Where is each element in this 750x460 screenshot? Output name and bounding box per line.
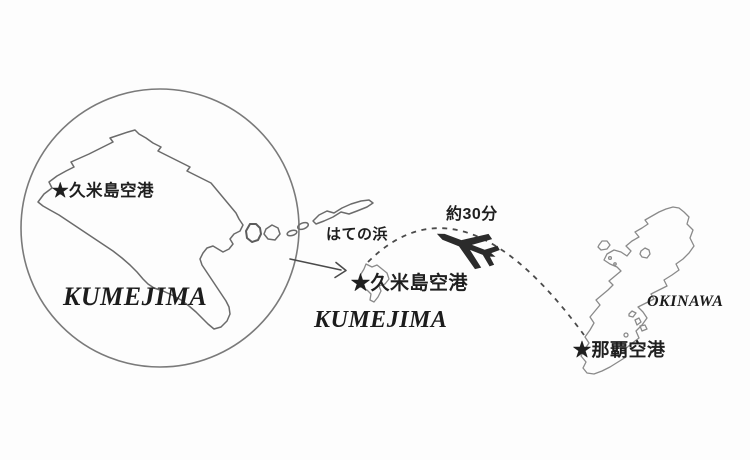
okinawa-caption: OKINAWA [647,293,723,310]
flight-duration-label: 約30分 [446,204,498,223]
se-islet [634,317,642,326]
inset-circle [20,88,300,368]
small-islet [296,221,310,231]
small-islet [286,229,298,237]
kumejima-caption-zoom: KUMEJIMA [62,282,207,311]
naha-airport-label: ★那覇空港 [573,339,666,360]
tiny-islet [623,332,629,338]
zoom-arrow-line [289,258,342,271]
hatenohama-sandbar-outline [312,199,374,225]
hatenohama-label: はての浜 [326,225,388,243]
kouri-islet [639,247,651,259]
okinawa-island-outline [580,206,695,375]
kumejima-airport-label: ★久米島空港 [351,271,469,294]
flight-route-dashes [367,227,585,336]
zoom-arrow-head [334,261,347,279]
oujima-islet [245,223,262,243]
tiny-islet [613,262,617,266]
airplane-icon [436,233,500,270]
okinawa-nw-islet [597,240,611,251]
kumejima-airport-label-zoom: ★久米島空港 [52,180,154,200]
tiny-islet [607,255,613,261]
se-islet [639,324,648,332]
kumejima-caption: KUMEJIMA [313,307,447,333]
oohajima-islet [263,224,281,241]
kumejima-island-outline [358,263,390,303]
kumejima-island-outline-zoom [37,129,244,330]
se-islet [628,310,637,318]
